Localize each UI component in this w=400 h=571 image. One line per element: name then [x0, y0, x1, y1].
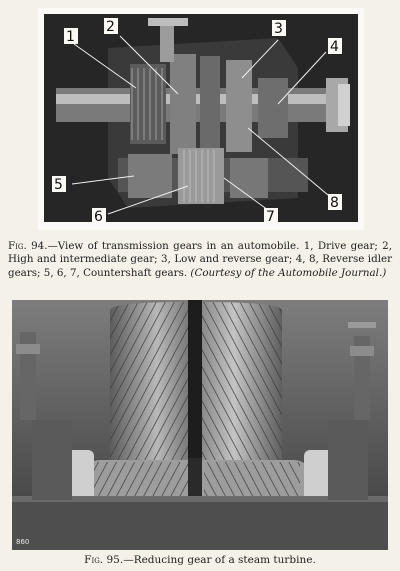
callout-7: 7: [266, 209, 275, 225]
figure-95-description: —Reducing gear of a steam turbine.: [123, 554, 316, 566]
callout-4: 4: [330, 39, 339, 55]
figure-94-label: Fig. 94.: [8, 240, 48, 252]
callout-3: 3: [274, 21, 283, 37]
figure-95-caption: Fig. 95.—Reducing gear of a steam turbin…: [0, 553, 400, 567]
callout-6: 6: [94, 209, 103, 225]
figure-95-label: Fig. 95.: [84, 554, 124, 566]
figure-94-credit: (Courtesy of the Automobile Journal.): [190, 266, 387, 279]
photo-plate-number: 860: [16, 538, 29, 546]
callout-8: 8: [330, 195, 339, 211]
figure-94-description: —View of transmission gears in an automo…: [8, 240, 392, 279]
transmission-gears-photo: 1 2 3 4 5 6 7 8: [38, 8, 364, 230]
callout-5: 5: [54, 177, 63, 193]
steam-turbine-gear-photo: 860: [12, 300, 388, 550]
callout-1: 1: [66, 29, 75, 45]
figure-94-caption: Fig. 94.—View of transmission gears in a…: [8, 240, 392, 280]
callout-2: 2: [106, 19, 115, 35]
